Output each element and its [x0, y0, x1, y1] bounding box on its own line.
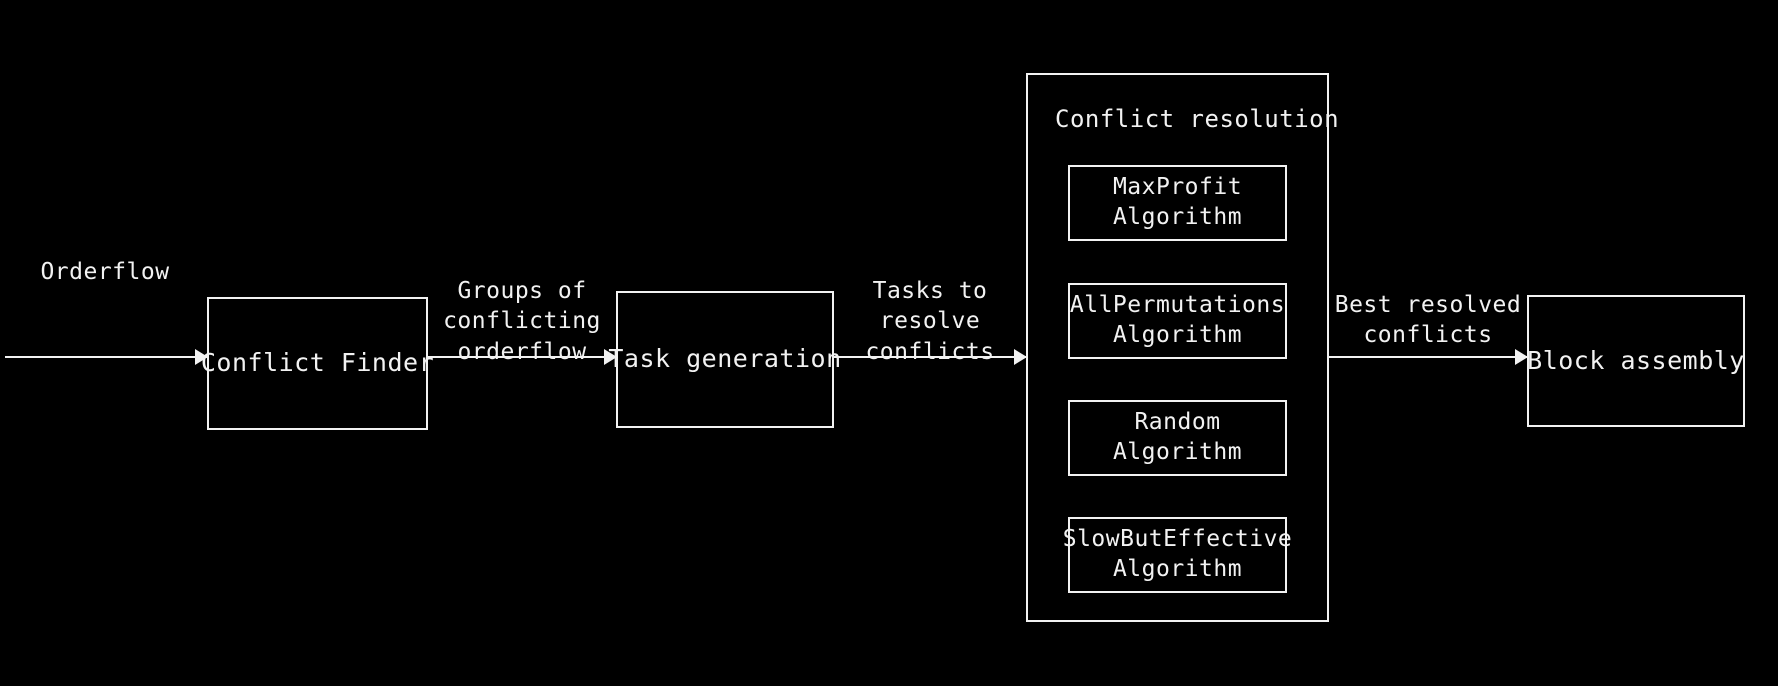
node-algorithm-slowbuteffective[interactable]: SlowButEffective Algorithm	[1063, 517, 1292, 593]
group-conflict-resolution	[1026, 73, 1329, 622]
edge-label-tasks-to-resolve-conflicts: Tasks to resolve conflicts	[865, 278, 995, 365]
node-algorithm-random-label: Random Algorithm	[1112, 409, 1243, 465]
edge-label-groups-of-conflicting-orderflow: Groups of conflicting orderflow	[443, 278, 601, 365]
node-algorithm-random[interactable]: Random Algorithm	[1068, 400, 1287, 476]
node-task-generation-label: Task generation	[608, 344, 842, 374]
edge-label-best-resolved-conflicts: Best resolved conflicts	[1334, 292, 1522, 349]
node-algorithm-slowbuteffective-label: SlowButEffective Algorithm	[1062, 526, 1293, 582]
node-conflict-finder[interactable]: Conflict Finder	[201, 297, 434, 430]
group-conflict-resolution-title: Conflict resolution	[1055, 105, 1340, 133]
node-algorithm-allpermutations[interactable]: AllPermutations Algorithm	[1068, 283, 1287, 359]
node-algorithm-maxprofit[interactable]: MaxProfit Algorithm	[1068, 165, 1287, 241]
node-task-generation[interactable]: Task generation	[608, 291, 841, 428]
node-algorithm-maxprofit-label: MaxProfit Algorithm	[1112, 174, 1243, 230]
node-conflict-finder-label: Conflict Finder	[200, 348, 435, 378]
arrow-conflict-finder-to-task-generation	[428, 349, 617, 365]
arrow-conflict-resolution-to-block-assembly	[1329, 349, 1528, 365]
arrow-task-generation-to-conflict-resolution	[834, 349, 1027, 365]
arrow-orderflow-to-conflict-finder	[5, 349, 208, 365]
edge-label-orderflow: Orderflow	[40, 259, 170, 285]
node-algorithm-allpermutations-label: AllPermutations Algorithm	[1069, 292, 1286, 348]
node-block-assembly[interactable]: Block assembly	[1527, 295, 1745, 427]
node-block-assembly-label: Block assembly	[1527, 345, 1745, 375]
